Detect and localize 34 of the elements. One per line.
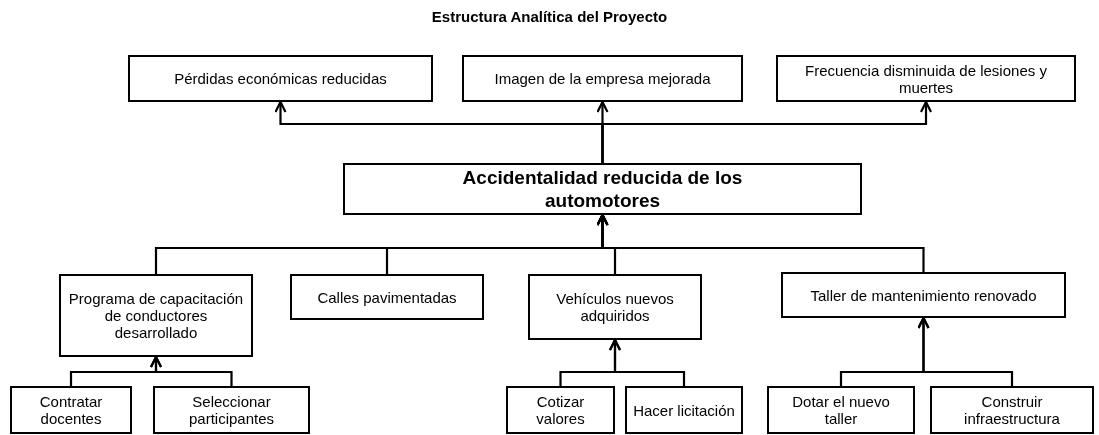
box-label: Contratar docentes	[38, 393, 104, 427]
process-box	[59, 274, 253, 357]
process-box	[506, 386, 615, 434]
process-box	[781, 272, 1066, 318]
process-box	[128, 55, 433, 102]
box-label: Vehículos nuevos adquiridos	[555, 290, 675, 324]
process-box	[528, 274, 702, 340]
process-box	[767, 386, 915, 434]
box-label: Accidentalidad reducida de los automotores	[461, 166, 744, 212]
connector-arrow	[917, 316, 1014, 386]
box-label: Frecuencia disminuida de lesiones y muertes	[804, 61, 1048, 96]
process-box	[625, 386, 743, 434]
diagram-title: Estructura Analítica del Proyecto	[431, 8, 668, 25]
box-label: Calles pavimentadas	[317, 288, 457, 306]
process-box	[153, 386, 310, 434]
process-box	[462, 55, 743, 102]
box-label: Pérdidas económicas reducidas	[174, 70, 387, 87]
box-label: Seleccionar participantes	[187, 393, 276, 427]
process-box	[930, 386, 1094, 434]
box-label: Imagen de la empresa mejorada	[494, 70, 711, 87]
box-label: Taller de mantenimiento renovado	[810, 286, 1037, 304]
box-label: Hacer licitación	[633, 401, 735, 419]
connector-arrow	[601, 100, 933, 163]
connector-arrow	[608, 338, 686, 386]
box-label: Programa de capacitación de conductores desarrollado	[67, 290, 245, 341]
process-box	[776, 55, 1076, 102]
process-box	[290, 274, 484, 320]
box-label: Cotizar valores	[535, 393, 586, 427]
box-label: Construir infraestructura	[963, 393, 1061, 427]
connector-arrow	[596, 213, 925, 272]
process-box	[10, 386, 132, 434]
process-box	[343, 163, 862, 215]
connector-arrow	[149, 355, 233, 386]
box-label: Dotar el nuevo taller	[791, 393, 891, 427]
